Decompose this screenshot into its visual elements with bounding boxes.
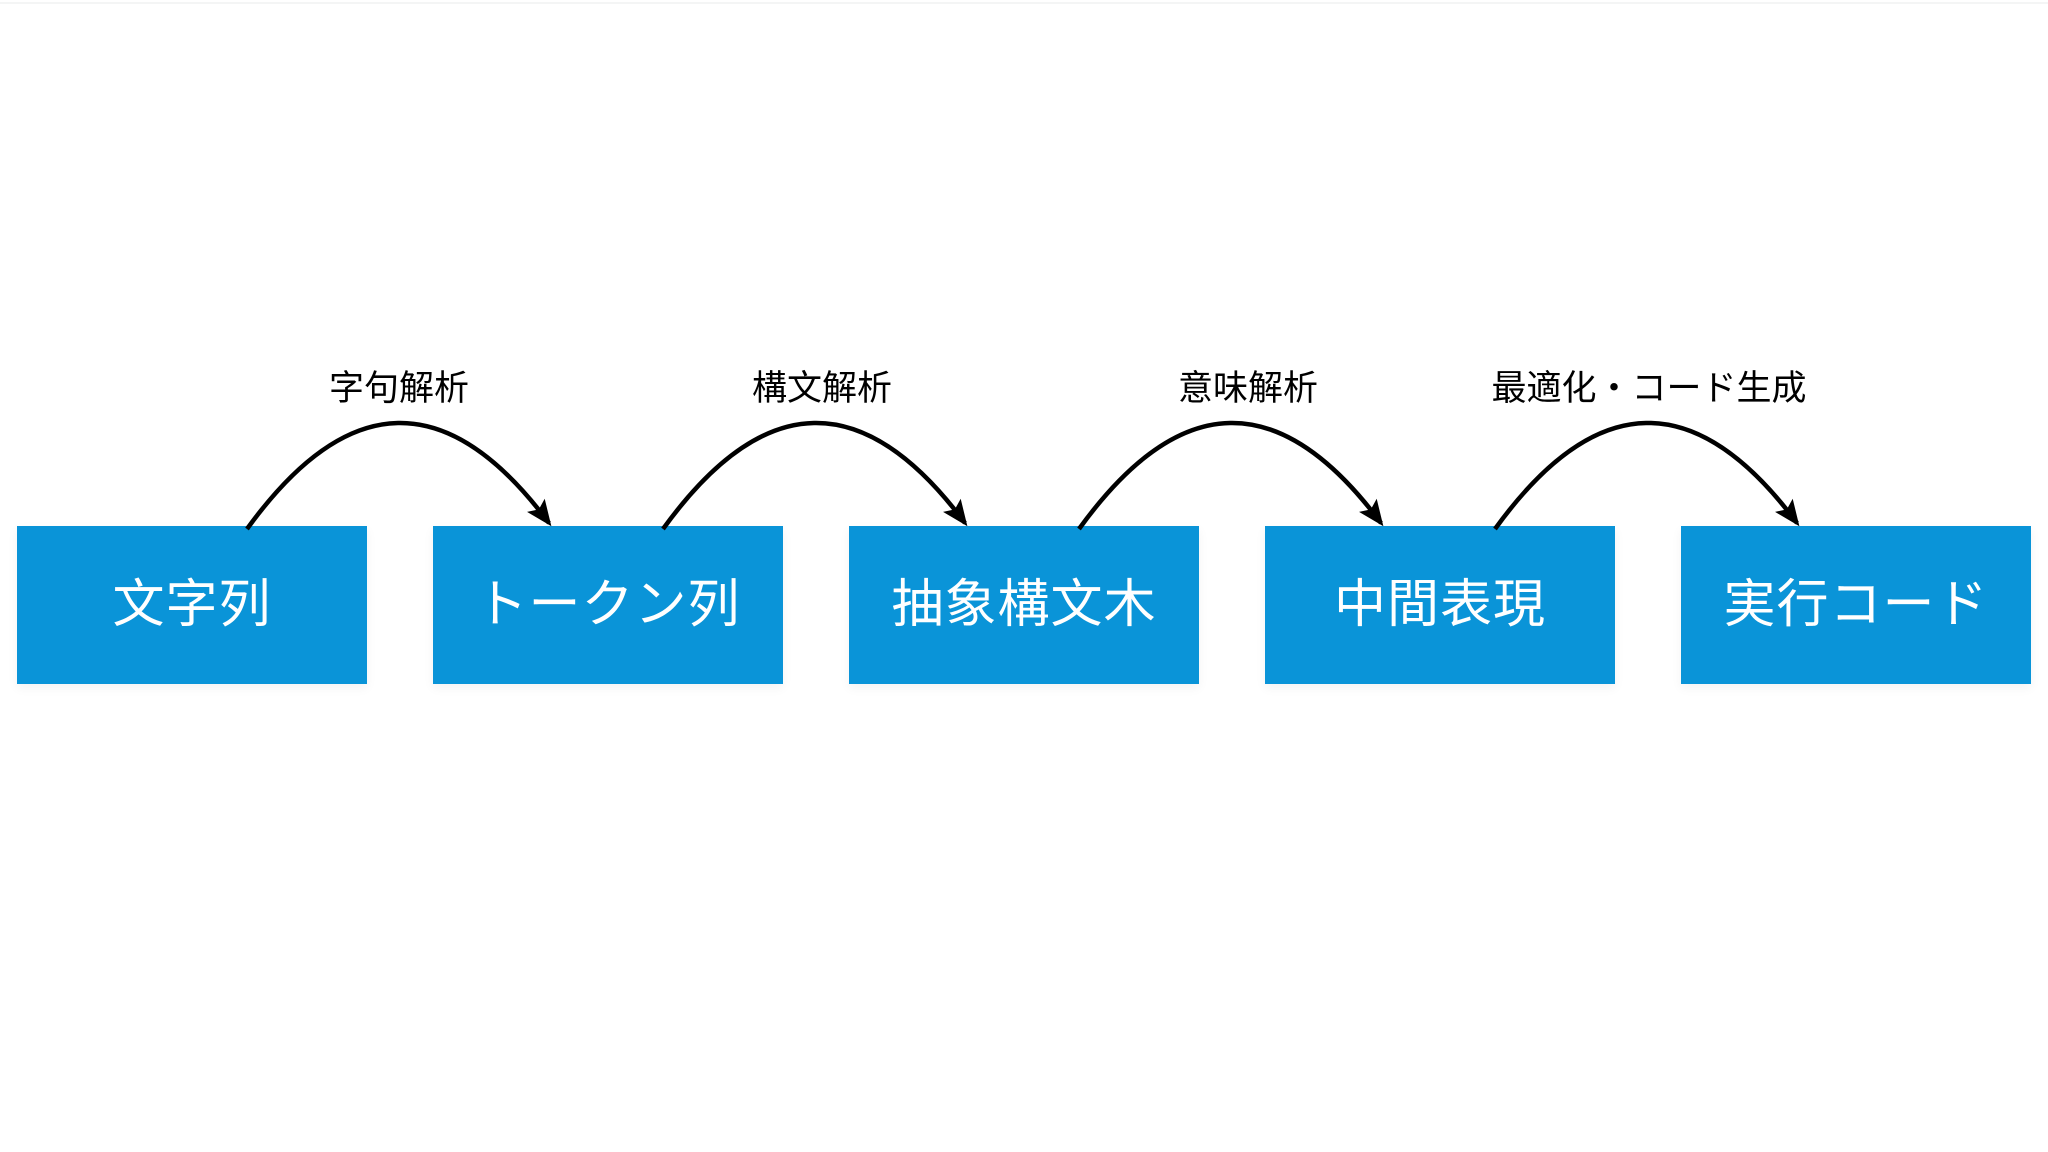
stage-label: トークン列 xyxy=(475,576,741,634)
stage-label: 文字列 xyxy=(112,576,272,634)
flow-arrow xyxy=(661,420,968,531)
transition-label: 構文解析 xyxy=(751,369,892,408)
stage-box: 文字列 xyxy=(17,526,367,684)
stage-box: 中間表現 xyxy=(1265,526,1615,684)
transition-label: 字句解析 xyxy=(328,369,469,408)
flow-arrow xyxy=(1077,420,1384,531)
stage-label: 中間表現 xyxy=(1333,576,1546,634)
transition-label: 最適化・コード生成 xyxy=(1491,369,1807,408)
flow-arrow xyxy=(245,420,552,531)
transition-label: 意味解析 xyxy=(1177,369,1318,408)
stage-label: 実行コード xyxy=(1723,576,1989,634)
stage-box: 抽象構文木 xyxy=(849,526,1199,684)
top-border-line xyxy=(0,2,2048,4)
stage-box: 実行コード xyxy=(1681,526,2031,684)
stage-label: 抽象構文木 xyxy=(891,576,1157,634)
flow-arrow xyxy=(1493,420,1800,531)
stage-box: トークン列 xyxy=(433,526,783,684)
